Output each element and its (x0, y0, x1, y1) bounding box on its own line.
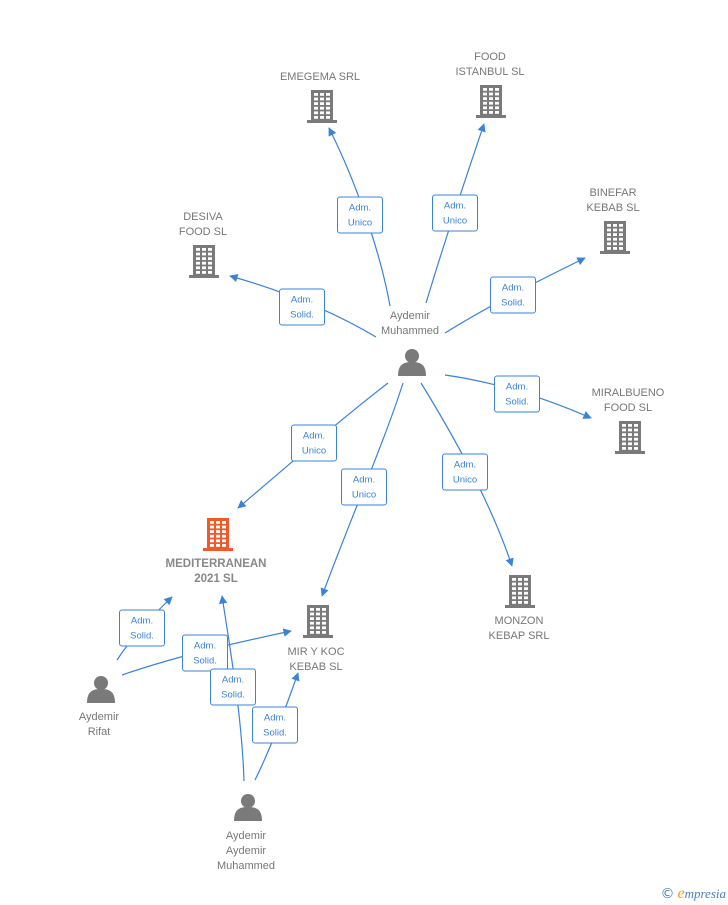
person-icon-aydemir-muhammed[interactable] (398, 349, 426, 376)
building-icon-binefar[interactable] (600, 221, 630, 254)
relation-label-line: Solid. (501, 297, 525, 309)
brand-name: mpresia (684, 886, 726, 901)
relation-label-line: Solid. (130, 630, 154, 642)
relation-label-line: Solid. (193, 655, 217, 667)
node-label-line: Muhammed (380, 325, 440, 337)
relation-label[interactable]: Adm. Unico (442, 453, 488, 491)
node-label-line: Rifat (87, 726, 111, 738)
relation-label[interactable]: Adm. Unico (337, 196, 383, 234)
relation-label-line: Solid. (505, 396, 529, 408)
node-label-line: MIR Y KOC (287, 646, 345, 658)
node-label-line: ISTANBUL SL (455, 66, 525, 78)
relation-label-line: Adm. (193, 640, 217, 652)
node-label-line: MONZON (494, 615, 544, 627)
copyright-icon: © (660, 886, 675, 902)
building-icon-food-istanbul[interactable] (476, 85, 506, 118)
node-label-line: Aydemir (78, 711, 120, 723)
node-label-monzon[interactable]: MONZON KEBAP SRL (489, 614, 550, 644)
relation-label-line: Solid. (221, 689, 245, 701)
relation-label[interactable]: Adm. Solid. (252, 706, 298, 744)
node-label-line: KEBAB SL (289, 661, 343, 673)
relation-label-line: Adm. (501, 282, 525, 294)
node-label-desiva[interactable]: DESIVA FOOD SL (179, 210, 227, 240)
brand-initial: e (677, 885, 685, 902)
building-icon-desiva[interactable] (189, 245, 219, 278)
relation-label-line: Adm. (443, 200, 467, 212)
node-label-line: BINEFAR (589, 187, 637, 199)
relation-label-line: Adm. (348, 202, 372, 214)
building-icon-emegema[interactable] (307, 90, 337, 123)
relation-label-line: Solid. (263, 727, 287, 739)
node-label-line: MEDITERRANEAN (165, 558, 267, 570)
node-label-line: MIRALBUENO (591, 387, 665, 399)
relation-label-line: Adm. (505, 381, 529, 393)
node-label-line: 2021 SL (194, 573, 238, 585)
node-label-line: DESIVA (183, 211, 223, 223)
relation-label[interactable]: Adm. Unico (432, 194, 478, 232)
relation-label-line: Unico (351, 489, 377, 501)
relation-label-line: Adm. (352, 474, 376, 486)
node-label-line: FOOD SL (178, 226, 228, 238)
relation-label-line: Unico (301, 445, 327, 457)
node-label-line: FOOD (474, 51, 506, 63)
node-label-miralbueno[interactable]: MIRALBUENO FOOD SL (592, 386, 665, 416)
relation-label[interactable]: Adm. Solid. (279, 288, 325, 326)
relation-label[interactable]: Adm. Unico (341, 468, 387, 506)
node-label-line: FOOD SL (603, 402, 653, 414)
node-label-emegema[interactable]: EMEGEMA SRL (280, 70, 360, 85)
relation-label-line: Adm. (130, 615, 154, 627)
node-label-food-istanbul[interactable]: FOOD ISTANBUL SL (455, 50, 524, 80)
relation-label-line: Unico (442, 215, 468, 227)
relation-label-line: Unico (347, 217, 373, 229)
relation-label[interactable]: Adm. Solid. (182, 634, 228, 672)
relation-label[interactable]: Adm. Solid. (490, 276, 536, 314)
relation-label-line: Adm. (290, 294, 314, 306)
node-label-line: EMEGEMA SRL (279, 71, 361, 83)
nodes-layer (87, 85, 645, 821)
relation-label-line: Solid. (290, 309, 314, 321)
node-label-line: Aydemir (389, 310, 431, 322)
relation-label-line: Unico (452, 474, 478, 486)
person-icon-aydemir-rifat[interactable] (87, 676, 115, 703)
node-label-binefar[interactable]: BINEFAR KEBAB SL (586, 186, 639, 216)
relation-label[interactable]: Adm. Unico (291, 424, 337, 462)
relation-label-line: Adm. (302, 430, 326, 442)
building-icon-mir-y-koc[interactable] (303, 605, 333, 638)
node-label-mediterranean[interactable]: MEDITERRANEAN 2021 SL (166, 557, 267, 587)
building-icon-mediterranean[interactable] (203, 518, 233, 551)
building-icon-monzon[interactable] (505, 575, 535, 608)
relation-label[interactable]: Adm. Solid. (494, 375, 540, 413)
relation-label-line: Adm. (221, 674, 245, 686)
relation-label-line: Adm. (453, 459, 477, 471)
node-label-line: KEBAP SRL (488, 630, 550, 642)
relation-label[interactable]: Adm. Solid. (119, 609, 165, 647)
relation-label-line: Adm. (263, 712, 287, 724)
node-label-mir-y-koc[interactable]: MIR Y KOC KEBAB SL (287, 645, 344, 675)
relation-label[interactable]: Adm. Solid. (210, 668, 256, 706)
building-icon-miralbueno[interactable] (615, 421, 645, 454)
person-icon-aydemir-aydemir-muhammed[interactable] (234, 794, 262, 821)
node-label-line: Aydemir (225, 845, 267, 857)
node-label-line: Aydemir (225, 830, 267, 842)
watermark: ©empresia (660, 885, 726, 903)
node-label-line: KEBAB SL (586, 202, 640, 214)
node-label-line: Muhammed (216, 860, 276, 872)
